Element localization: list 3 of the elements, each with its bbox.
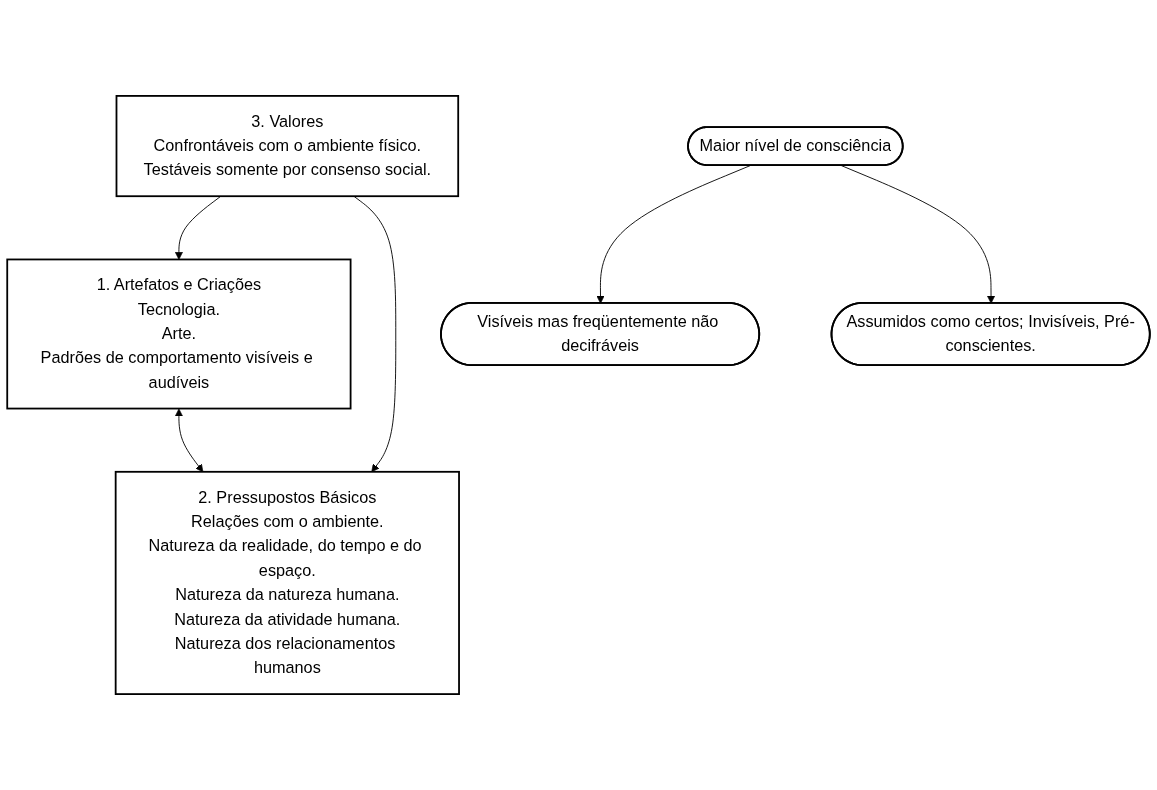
- node-box: 2. Pressupostos Básicos Relações com o ambiente. Natureza da realidade, do tempo e do espaço. Natureza da natureza humana. Natureza da atividade humana. Natureza dos relacionamentos humanos: [114, 470, 460, 695]
- node-box: 3. Valores Confrontáveis com o ambiente físico. Testáveis somente por consenso social.: [115, 95, 460, 198]
- node-box: 1. Artefatos e Criações Tecnologia. Arte. Padrões de comportamento visíveis e audíveis: [6, 258, 352, 410]
